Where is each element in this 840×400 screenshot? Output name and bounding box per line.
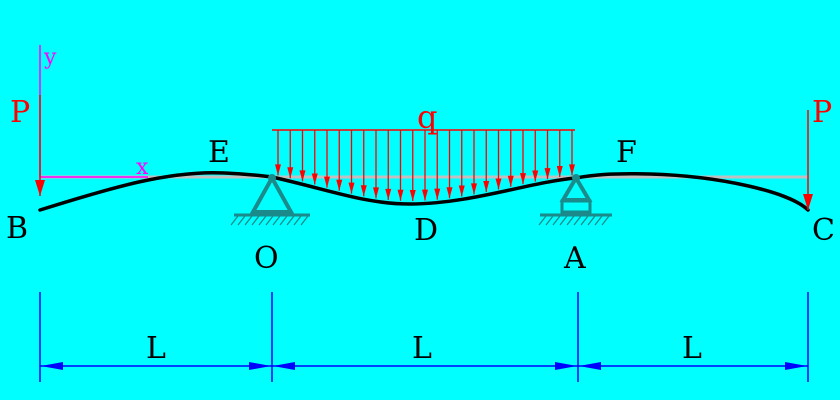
load-arrowhead [397,189,404,201]
hatch-line [230,215,239,226]
load-arrowhead [507,175,514,187]
hatch-line [258,215,267,226]
hatch-line [251,215,260,226]
point-load-left [35,95,45,196]
load-arrowhead [287,167,294,179]
load-arrowhead [311,173,318,185]
hatch-line [580,215,589,226]
label-point-a: A [563,241,586,276]
hatch-line [594,215,603,226]
support-a-roller-block [560,199,592,214]
label-force-right: P [812,95,832,130]
distributed-load [272,129,575,201]
label-point-f: F [616,135,637,170]
hatch-line [538,215,547,226]
load-arrowhead [532,170,539,182]
force-left-arrowhead [35,180,45,196]
load-arrowhead [471,183,477,195]
load-arrowhead [422,189,428,201]
hatch-line [552,215,561,226]
hatch-line [265,215,274,226]
dimension-arrowhead-left [579,362,601,370]
load-arrowhead [434,188,441,200]
hatch-line [573,215,582,226]
load-arrowhead [483,180,490,192]
hatch-line [272,215,281,226]
load-arrowhead [446,187,453,199]
load-arrowhead [336,179,343,191]
label-axis-x: x [136,155,149,180]
hatch-line [601,215,610,226]
label-point-d: D [414,213,438,248]
load-arrowhead [275,164,281,176]
support-a-roller [538,174,612,226]
load-arrowhead [409,189,416,201]
support-o-pin-joint [268,174,276,182]
support-o-triangle [249,173,295,214]
hatch-line [545,215,554,226]
load-arrowhead [520,173,526,185]
dimension-arrowhead-right [785,362,807,370]
dimension-arrowhead-left [41,362,63,370]
support-a-hatching [538,215,610,226]
load-arrowhead [373,187,379,199]
dimension-label-bo: L [146,331,166,366]
label-distributed-load: q [417,98,437,136]
load-arrowhead [569,164,575,176]
dimension-lines [39,292,809,382]
hatch-line [559,215,568,226]
hatch-line [237,215,246,226]
load-arrowhead [495,178,502,190]
labels: P P q y x B E O D A F C L L L [6,45,835,366]
support-o-hatching [230,215,309,226]
force-right-arrowhead [803,194,813,210]
hatch-line [587,215,596,226]
label-point-o: O [254,241,279,276]
load-arrowhead [348,182,355,194]
load-arrowhead [458,185,465,197]
dimension-arrowhead-left [273,362,295,370]
hatch-line [300,215,309,226]
hatch-line [286,215,295,226]
hatch-line [293,215,302,226]
label-force-left: P [10,95,30,130]
hatch-line [244,215,253,226]
support-o-pin [230,173,310,226]
point-load-right [803,110,813,210]
label-point-e: E [208,135,230,170]
load-arrowhead [360,185,367,197]
load-arrowhead [299,170,306,182]
load-arrowhead [324,176,330,188]
label-point-b: B [6,211,28,246]
hatch-line [279,215,288,226]
deflected-beam-curve [38,170,810,212]
hatch-line [566,215,575,226]
load-arrowhead [556,166,563,178]
dimension-label-ac: L [682,331,702,366]
dimension-arrowhead-right [555,362,577,370]
support-a-pin-joint [572,174,580,182]
dimension-label-oa: L [412,331,432,366]
dimension-arrowheads [41,362,807,370]
load-arrowhead [544,168,551,180]
label-axis-y: y [43,45,57,70]
label-point-c: C [812,213,835,248]
dimension-arrowhead-right [249,362,271,370]
load-arrowhead [385,188,392,200]
